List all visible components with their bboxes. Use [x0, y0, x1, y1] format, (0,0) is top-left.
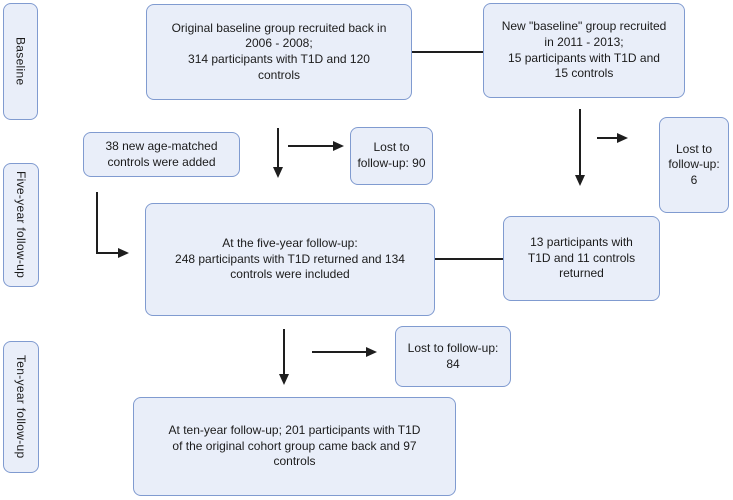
node-new-baseline-group: New "baseline" group recruited in 2011 -…	[483, 3, 685, 98]
arrow-controls-to-five-year-vline	[96, 192, 98, 254]
arrow-baseline-to-five-year-head	[272, 167, 283, 178]
node-lost-to-followup-90: Lost to follow-up: 90	[350, 127, 433, 185]
node-new-controls-added: 38 new age-matched controls were added	[83, 132, 240, 177]
arrow-five-to-ten-year-line	[283, 329, 285, 375]
arrow-five-to-ten-year-head	[278, 374, 289, 385]
arrow-controls-to-five-year-head	[118, 247, 129, 258]
arrow-controls-to-five-year-hline	[96, 252, 119, 254]
stage-label-ten-year-text: Ten-year follow-up	[14, 355, 28, 459]
node-five-year-text: At the five-year follow-up: 248 particip…	[175, 236, 405, 282]
node-lost-90-text: Lost to follow-up: 90	[357, 140, 426, 170]
arrow-to-lost-6-head	[617, 132, 628, 143]
node-lost-84-text: Lost to follow-up: 84	[407, 340, 499, 371]
arrow-to-lost-6-line	[597, 137, 618, 139]
node-lost-6-text: Lost to follow-up: 6	[668, 141, 720, 187]
arrow-to-lost-84-head	[366, 346, 377, 357]
stage-label-five-year-text: Five-year follow-up	[14, 171, 28, 279]
stage-label-ten-year-follow-up: Ten-year follow-up	[3, 341, 39, 473]
arrow-new-baseline-down-head	[574, 175, 585, 186]
node-13-participants-returned: 13 participants with T1D and 11 controls…	[503, 216, 660, 301]
node-original-baseline-group: Original baseline group recruited back i…	[146, 4, 412, 100]
node-new-baseline-text: New "baseline" group recruited in 2011 -…	[501, 19, 667, 81]
arrow-baseline-to-five-year-line	[277, 128, 279, 168]
stage-label-baseline-text: Baseline	[13, 37, 28, 86]
arrow-new-baseline-down-line	[579, 109, 581, 176]
node-five-year-followup: At the five-year follow-up: 248 particip…	[145, 203, 435, 316]
stage-label-baseline: Baseline	[3, 3, 38, 120]
node-ten-year-followup: At ten-year follow-up; 201 participants …	[133, 397, 456, 496]
arrow-to-lost-84-line	[312, 351, 367, 353]
node-lost-to-followup-84: Lost to follow-up: 84	[395, 326, 511, 387]
node-new-controls-text: 38 new age-matched controls were added	[105, 138, 218, 169]
node-original-baseline-text: Original baseline group recruited back i…	[171, 20, 387, 82]
stage-label-five-year-follow-up: Five-year follow-up	[3, 163, 39, 287]
connector-five-year-to-13-participants	[435, 258, 503, 260]
arrow-to-lost-90-line	[288, 145, 334, 147]
node-lost-to-followup-6: Lost to follow-up: 6	[659, 117, 729, 213]
node-ten-year-text: At ten-year follow-up; 201 participants …	[168, 423, 421, 469]
node-13-participants-text: 13 participants with T1D and 11 controls…	[527, 235, 636, 281]
connector-original-to-new-baseline	[412, 51, 483, 53]
arrow-to-lost-90-head	[333, 140, 344, 151]
